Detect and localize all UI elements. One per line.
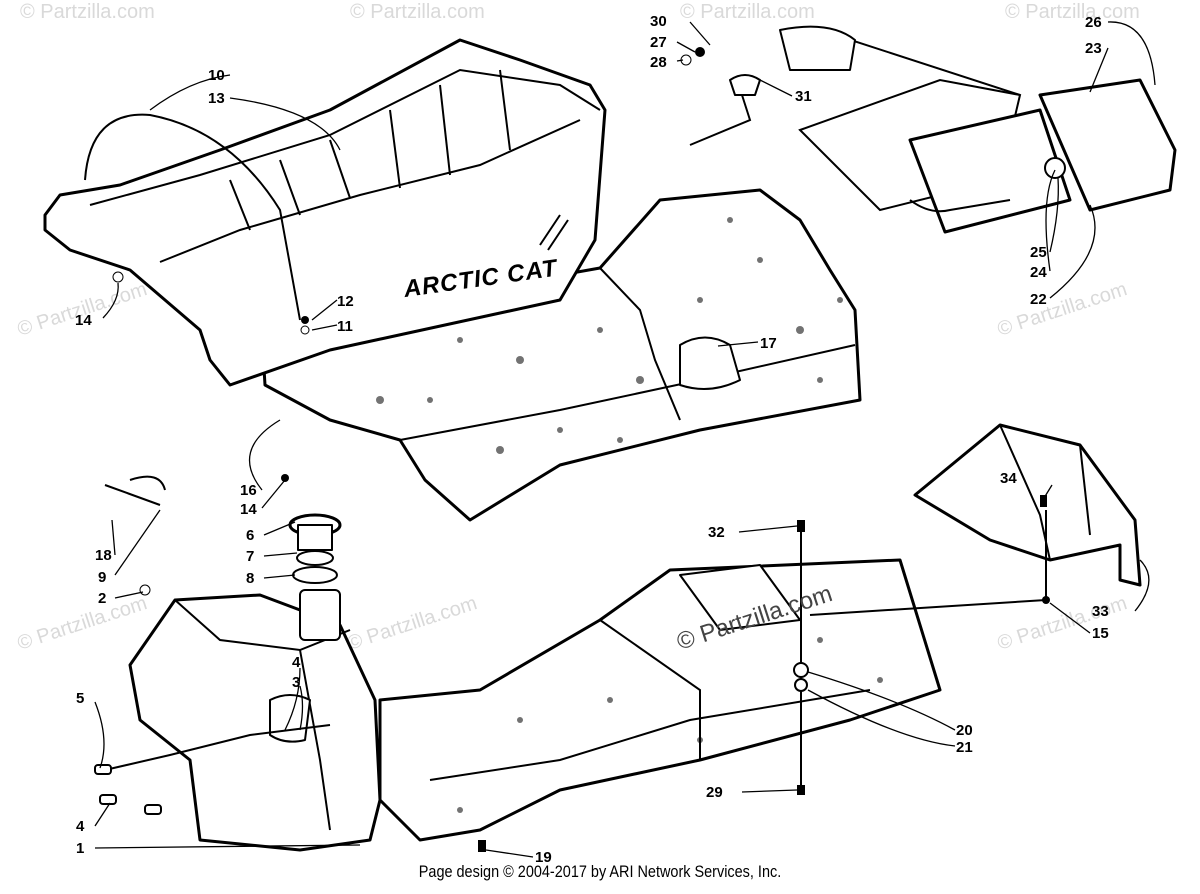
callout-31: 31 <box>795 88 812 105</box>
footer-copyright: Page design © 2004-2017 by ARI Network S… <box>418 862 782 881</box>
callout-4: 4 <box>292 654 301 671</box>
watermark: © Partzilla.com <box>15 592 150 655</box>
fuel-cap-ring <box>292 566 338 584</box>
callout-19: 19 <box>535 849 552 866</box>
fuel-fitting <box>94 764 112 775</box>
switch-bracket <box>779 25 856 71</box>
fuel-cap-gasket <box>296 550 334 566</box>
callout-14: 14 <box>240 501 257 518</box>
screw-34 <box>1040 495 1047 507</box>
callout-14: 14 <box>75 312 92 329</box>
callout-6: 6 <box>246 527 254 544</box>
fuel-tank <box>128 589 382 852</box>
callout-27: 27 <box>650 34 667 51</box>
callout-25: 25 <box>1030 244 1047 261</box>
callout-10: 10 <box>208 67 225 84</box>
watermark: © Partzilla.com <box>1005 1 1140 23</box>
watermark: © Partzilla.com <box>345 592 480 655</box>
seat-cushion: ARCTIC CAT <box>43 38 607 387</box>
tail-light-bulb <box>1044 157 1066 179</box>
callout-33: 33 <box>1092 603 1109 620</box>
callout-4: 4 <box>76 818 85 835</box>
clip-16 <box>281 474 289 482</box>
callout-9: 9 <box>98 569 106 586</box>
callout-15: 15 <box>1092 625 1109 642</box>
clip-14 <box>112 271 124 283</box>
fuel-cap-body <box>297 524 333 551</box>
watermark: © Partzilla.com <box>350 1 485 23</box>
callout-13: 13 <box>208 90 225 107</box>
callout-28: 28 <box>650 54 667 71</box>
callout-8: 8 <box>246 570 254 587</box>
tail-light-assembly <box>689 25 1177 234</box>
callout-labels: 10 13 12 11 14 17 16 14 6 7 8 18 9 2 4 3… <box>75 13 1109 866</box>
clamp-2 <box>139 584 151 596</box>
tail-light-housing <box>908 108 1072 234</box>
callout-29: 29 <box>706 784 723 801</box>
callout-16: 16 <box>240 482 257 499</box>
callout-12: 12 <box>337 293 354 310</box>
callout-2: 2 <box>98 590 106 607</box>
watermark: © Partzilla.com <box>15 278 150 341</box>
fuel-cap-assembly <box>288 513 342 584</box>
callout-22: 22 <box>1030 291 1047 308</box>
rivet-19 <box>478 840 486 852</box>
seat-base-recess <box>679 336 741 390</box>
callout-17: 17 <box>760 335 777 352</box>
callout-30: 30 <box>650 13 667 30</box>
callout-26: 26 <box>1085 14 1102 31</box>
fuel-filler-neck <box>299 589 341 641</box>
watermark: © Partzilla.com <box>20 1 155 23</box>
fuel-line <box>104 724 331 771</box>
nut-30 <box>695 47 705 57</box>
watermark: © Partzilla.com <box>680 1 815 23</box>
seat-strap <box>84 113 301 321</box>
callout-7: 7 <box>246 548 254 565</box>
callout-21: 21 <box>956 739 973 756</box>
callout-18: 18 <box>95 547 112 564</box>
callout-34: 34 <box>1000 470 1017 487</box>
callout-20: 20 <box>956 722 973 739</box>
screw-12 <box>301 316 309 324</box>
callout-32: 32 <box>708 524 725 541</box>
mounting-bracket <box>913 423 1142 587</box>
nut-20 <box>793 662 809 678</box>
callout-24: 24 <box>1030 264 1047 281</box>
callout-11: 11 <box>337 318 353 335</box>
tail-light-lens <box>1038 78 1177 212</box>
fuel-clamp <box>144 804 162 815</box>
leader-lines <box>94 21 1156 858</box>
callout-23: 23 <box>1085 40 1102 57</box>
fuel-clamp <box>99 794 117 805</box>
rivet-29 <box>797 785 805 795</box>
callout-3: 3 <box>292 674 300 691</box>
vent-hose <box>104 475 166 506</box>
washer-11 <box>300 325 310 335</box>
callout-1: 1 <box>76 840 84 857</box>
washer-21 <box>794 678 808 692</box>
callout-5: 5 <box>76 690 84 707</box>
rivet-32 <box>797 520 805 532</box>
